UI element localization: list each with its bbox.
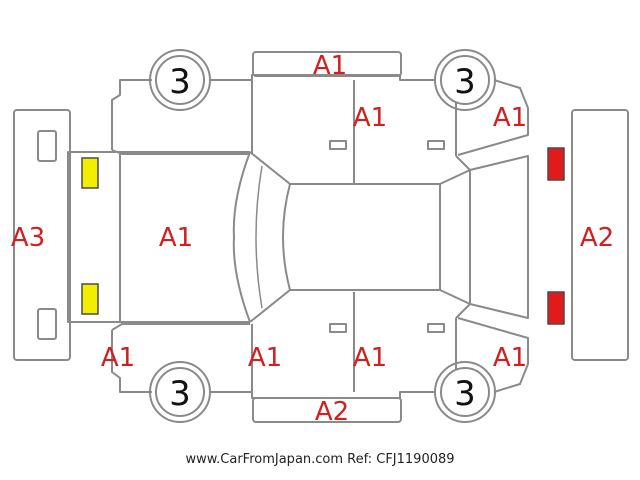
code-roof-top: A1	[313, 51, 347, 81]
code-front-fender-bottom: A1	[493, 343, 527, 373]
code-rocker-bottom: A2	[315, 397, 349, 427]
code-rear-bumper: A3	[11, 223, 45, 253]
code-rear-door-bottom: A1	[248, 343, 282, 373]
lower-side-profile	[111, 292, 529, 399]
code-rear-door-top: A1	[353, 103, 387, 133]
car-body-topview	[67, 151, 529, 323]
front-right-light-icon	[547, 291, 565, 325]
wheels	[149, 49, 496, 423]
wheel-front-bottom-grade: 3	[454, 374, 476, 414]
wheel-rear-top-grade: 3	[169, 62, 191, 102]
code-front-fender-top: A1	[493, 103, 527, 133]
footer-reference: www.CarFromJapan.com Ref: CFJ1190089	[185, 452, 455, 467]
rear-right-light-icon	[81, 283, 99, 315]
rear-bumper	[13, 109, 71, 361]
front-bumper	[571, 109, 629, 361]
rear-left-light-icon	[81, 157, 99, 189]
wheel-rear-bottom-grade: 3	[169, 374, 191, 414]
wheel-front-top-grade: 3	[454, 62, 476, 102]
code-hood-area: A1	[159, 223, 193, 253]
code-front-door-bottom: A1	[353, 343, 387, 373]
front-left-light-icon	[547, 147, 565, 181]
code-front-bumper: A2	[580, 223, 614, 253]
code-rear-quarter-bottom: A1	[101, 343, 135, 373]
